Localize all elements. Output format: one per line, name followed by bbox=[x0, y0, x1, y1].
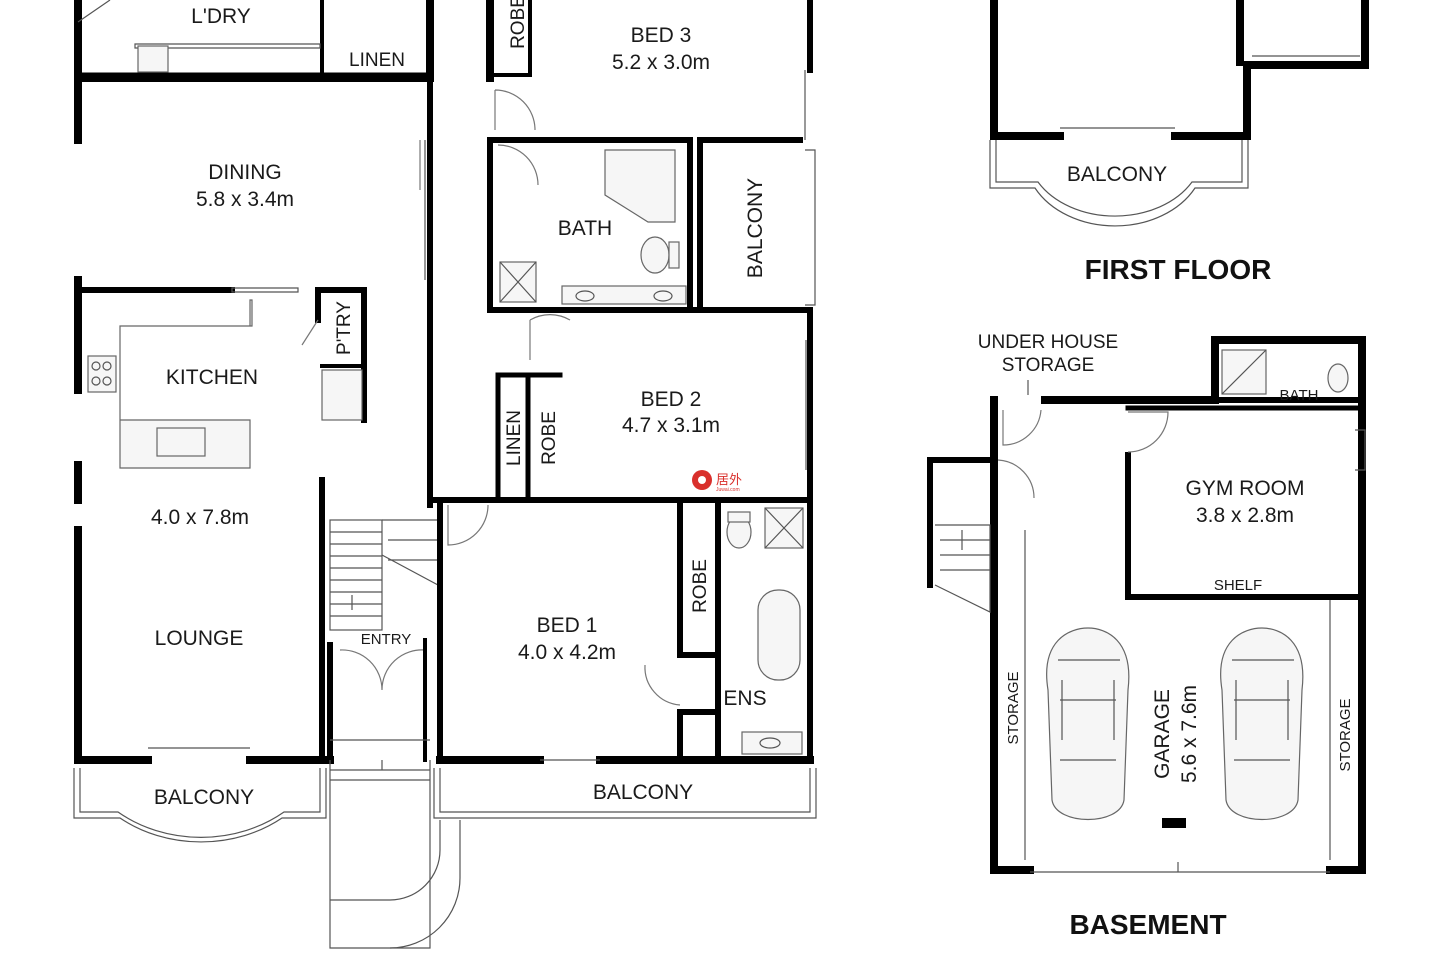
lounge-size: 4.0 x 7.8m bbox=[151, 506, 249, 529]
balcony-first-label: BALCONY bbox=[1067, 163, 1167, 186]
basement-plan bbox=[927, 336, 1366, 874]
stairs-ground bbox=[329, 519, 439, 631]
juwai-watermark-logo: 居外 Juwai.com bbox=[692, 470, 742, 493]
shelf-label: SHELF bbox=[1214, 577, 1262, 594]
bath-basement-label: BATH bbox=[1280, 387, 1319, 404]
under-house-storage-label: STORAGE bbox=[1002, 355, 1095, 376]
under-house-label: UNDER HOUSE bbox=[978, 332, 1118, 353]
linen-label: LINEN bbox=[349, 50, 405, 71]
first-floor-title: FIRST FLOOR bbox=[1085, 254, 1272, 285]
pantry-label: P'TRY bbox=[334, 301, 355, 355]
robe-mid-label: ROBE bbox=[539, 411, 560, 465]
balcony-side-label: BALCONY bbox=[744, 178, 767, 278]
ground-floor-plan bbox=[73, 0, 817, 949]
first-floor-plan bbox=[989, 0, 1369, 227]
car-icon bbox=[1220, 627, 1304, 820]
gym-label: GYM ROOM bbox=[1186, 477, 1305, 500]
svg-text:居外: 居外 bbox=[716, 473, 742, 488]
lounge-label: LOUNGE bbox=[155, 627, 244, 650]
bed1-size: 4.0 x 4.2m bbox=[518, 641, 616, 664]
bath-label: BATH bbox=[558, 217, 612, 240]
bed1-label: BED 1 bbox=[537, 614, 598, 637]
robe-label: ROBE bbox=[508, 0, 529, 49]
entry-label: ENTRY bbox=[361, 631, 412, 648]
bed3-label: BED 3 bbox=[631, 24, 692, 47]
garage-size: 5.6 x 7.6m bbox=[1178, 685, 1201, 783]
basement-title: BASEMENT bbox=[1069, 909, 1226, 940]
bed3-size: 5.2 x 3.0m bbox=[612, 51, 710, 74]
bed2-label: BED 2 bbox=[641, 388, 702, 411]
dining-label: DINING bbox=[208, 161, 282, 184]
bed2-size: 4.7 x 3.1m bbox=[622, 414, 720, 437]
ens-label: ENS bbox=[723, 687, 766, 710]
garage-label: GARAGE bbox=[1151, 689, 1174, 779]
storage-left-label: STORAGE bbox=[1005, 671, 1022, 744]
linen-mid-label: LINEN bbox=[504, 410, 525, 466]
kitchen-label: KITCHEN bbox=[166, 366, 258, 389]
robe-bed1-label: ROBE bbox=[690, 559, 711, 613]
dining-size: 5.8 x 3.4m bbox=[196, 188, 294, 211]
balcony-lounge-label: BALCONY bbox=[154, 786, 254, 809]
gym-size: 3.8 x 2.8m bbox=[1196, 504, 1294, 527]
laundry-label: L'DRY bbox=[191, 5, 251, 28]
car-icon bbox=[1046, 627, 1130, 820]
svg-text:Juwai.com: Juwai.com bbox=[716, 487, 740, 493]
storage-right-label: STORAGE bbox=[1337, 698, 1354, 771]
balcony-bed1-label: BALCONY bbox=[593, 781, 693, 804]
